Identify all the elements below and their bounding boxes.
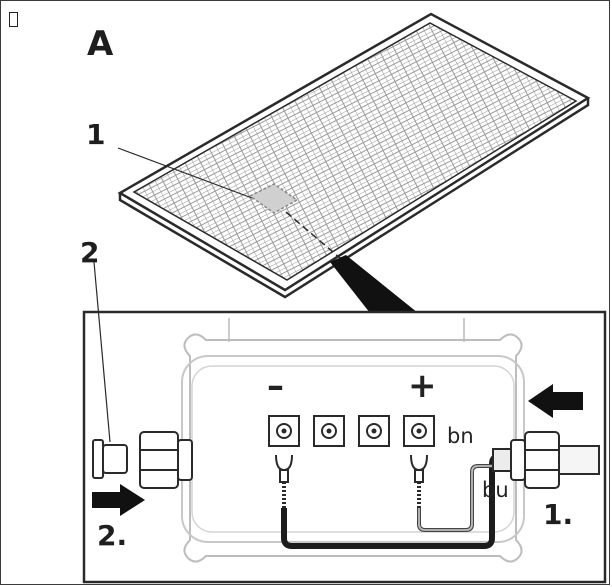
detail-pointer xyxy=(330,255,418,313)
step-2-label: 2. xyxy=(97,519,128,552)
junction-box-location xyxy=(248,183,299,214)
fork-connector-positive xyxy=(410,454,428,510)
arrow-right-icon xyxy=(92,484,145,516)
callout-2-label: 2 xyxy=(80,236,100,269)
terminal-negative xyxy=(268,415,300,447)
callout-1-leader xyxy=(117,147,253,199)
cable xyxy=(558,445,600,475)
negative-sign: – xyxy=(267,366,284,406)
detail-view xyxy=(82,261,607,584)
callout-2-leader xyxy=(93,261,111,443)
terminal-2 xyxy=(313,415,345,447)
cable-gland-left xyxy=(139,431,193,489)
sealing-plug xyxy=(92,439,128,479)
terminal-block xyxy=(268,415,435,447)
arrow-left-icon xyxy=(528,384,583,418)
blue-wire xyxy=(418,465,520,531)
positive-sign: + xyxy=(408,366,437,406)
missing-glyph-box xyxy=(9,12,18,27)
cable-gland-right xyxy=(492,431,600,489)
panel-label: A xyxy=(87,24,114,64)
fork-connector-negative xyxy=(275,454,293,510)
terminal-positive xyxy=(403,415,435,447)
wire-label-bu: bu xyxy=(482,478,509,502)
panel-cells xyxy=(132,22,578,281)
detail-leader xyxy=(285,211,341,259)
callout-1-label: 1 xyxy=(86,118,106,151)
terminal-3 xyxy=(358,415,390,447)
step-1-label: 1. xyxy=(543,498,574,531)
solar-panel xyxy=(117,12,591,313)
panel-edge xyxy=(118,98,590,299)
wire-label-bn: bn xyxy=(447,424,474,448)
